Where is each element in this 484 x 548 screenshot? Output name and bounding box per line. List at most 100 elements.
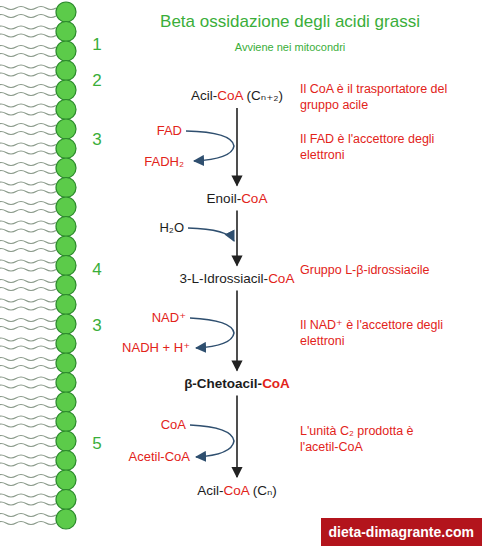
lipid-tail: [0, 182, 56, 185]
lipid-tail: [0, 307, 56, 310]
lipid-head: [56, 256, 76, 276]
lipid-tail: [0, 171, 56, 174]
lipid-tail: [0, 85, 56, 88]
lipid-tail: [0, 514, 56, 517]
metabolite-name: Enoil-CoA: [207, 191, 268, 206]
title: Beta ossidazione degli acidi grassi: [160, 11, 420, 33]
lipid-head: [56, 353, 76, 373]
lipid-head: [56, 236, 76, 256]
lipid-tail: [0, 104, 56, 107]
lipid-tail: [0, 319, 56, 322]
lipid-tail: [0, 229, 56, 232]
lipid-head: [56, 431, 76, 451]
metabolite: Acil-CoA (Cₙ): [194, 480, 280, 500]
lipid-tail: [0, 93, 56, 96]
lipid-tail: [0, 327, 56, 330]
callout-number: 1: [92, 34, 101, 56]
side-arrow: [188, 228, 234, 241]
lipid-tail: [0, 151, 56, 154]
side-arrow: [190, 425, 234, 457]
lipid-head: [56, 275, 76, 295]
lipid-head: [56, 509, 76, 529]
cofactor-label: H₂O: [159, 220, 184, 237]
lipid-head: [56, 217, 76, 237]
lipid-tail: [0, 280, 56, 283]
metabolite: Enoil-CoA: [204, 189, 271, 208]
lipid-tail: [0, 249, 56, 252]
lipid-head: [56, 197, 76, 217]
lipid-head: [56, 470, 76, 490]
lipid-tail: [0, 268, 56, 271]
subtitle: Avviene nei mitocondri: [235, 40, 345, 54]
lipid-tail: [0, 46, 56, 49]
lipid-head: [56, 314, 76, 334]
lipid-head: [56, 80, 76, 100]
carrier-part: CoA: [217, 88, 243, 103]
lipid-head: [56, 100, 76, 120]
lipid-tail: [0, 502, 56, 505]
lipid-tail: [0, 385, 56, 388]
lipid-head: [56, 119, 76, 139]
note: L'unità C₂ prodotta è l'acetil-CoA: [300, 423, 450, 456]
lipid-tail: [0, 436, 56, 439]
carrier-part: CoA: [223, 483, 249, 498]
metabolite: Acil-CoA (Cₙ₊₂): [188, 85, 286, 105]
lipid-tail: [0, 455, 56, 458]
lipid-tail: [0, 483, 56, 486]
lipid-tail: [0, 65, 56, 68]
lipid-tail: [0, 241, 56, 244]
note: Il FAD è l'accettore degli elettroni: [300, 131, 450, 164]
lipid-head: [56, 22, 76, 42]
lipid-head: [56, 61, 76, 81]
lipid-tail: [0, 15, 56, 18]
lipid-tail: [0, 34, 56, 37]
name-part: Enoil-: [207, 191, 242, 206]
lipid-tail: [0, 202, 56, 205]
cofactor-label: NAD⁺: [152, 310, 186, 327]
name-part: (Cₙ₊₂): [243, 88, 283, 103]
lipid-tail: [0, 405, 56, 408]
lipid-head: [56, 334, 76, 354]
lipid-tail: [0, 416, 56, 419]
lipid-tail: [0, 358, 56, 361]
cofactor-label: FADH₂: [144, 154, 184, 171]
cofactor-label: NADH + H⁺: [122, 340, 190, 357]
callout-number: 5: [92, 433, 101, 455]
watermark-text: dieta-dimagrante.com: [329, 524, 474, 540]
carrier-part: CoA: [268, 271, 294, 286]
lipid-tail: [0, 112, 56, 115]
reaction-arrow: [236, 291, 238, 371]
metabolite-name: Acil-CoA (Cₙ): [197, 482, 277, 498]
lipid-tail: [0, 346, 56, 349]
lipid-tail: [0, 366, 56, 369]
lipid-head: [56, 41, 76, 61]
lipid-tail: [0, 73, 56, 76]
lipid-head: [56, 412, 76, 432]
cofactor-label: CoA: [161, 417, 186, 434]
lipid-tail: [0, 124, 56, 127]
lipid-tail: [0, 143, 56, 146]
phospholipid-column: [0, 2, 76, 529]
lipid-tail: [0, 54, 56, 57]
reaction-arrow: [236, 211, 238, 266]
note: Il NAD⁺ è l'accettore degli elettroni: [300, 317, 450, 350]
lipid-tail: [0, 338, 56, 341]
name-part: β-Chetoacil-: [184, 376, 262, 391]
carrier-part: CoA: [262, 376, 290, 391]
lipid-tail: [0, 260, 56, 263]
metabolite-name: Acil-CoA (Cₙ₊₂): [191, 87, 283, 103]
lipid-head: [56, 392, 76, 412]
name-part: Acil-: [197, 483, 223, 498]
lipid-tail: [0, 210, 56, 213]
name-part: (Cₙ): [249, 483, 277, 498]
callout-number: 2: [92, 70, 101, 92]
lipid-tail: [0, 494, 56, 497]
lipid-tail: [0, 424, 56, 427]
reaction-arrow: [236, 108, 238, 186]
metabolite-name: β-Chetoacil-CoA: [184, 376, 290, 391]
cofactor-label: FAD: [157, 123, 182, 140]
lipid-tail: [0, 377, 56, 380]
watermark-box: dieta-dimagrante.com: [321, 518, 482, 546]
lipid-tail: [0, 299, 56, 302]
